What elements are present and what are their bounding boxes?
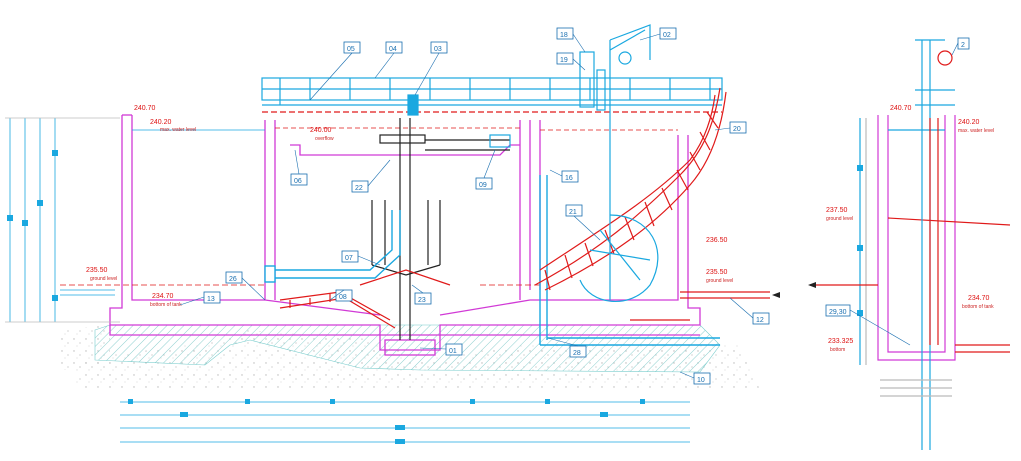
tag-2: 2: [961, 42, 965, 49]
label-overflow: overflow: [315, 136, 334, 142]
tag-06: 06: [294, 178, 302, 185]
water-lines: [60, 127, 678, 286]
tag-boxes: [203, 27, 970, 385]
sec-elev-water: 240.20: [958, 119, 980, 126]
tag-12: 12: [756, 317, 764, 324]
elev-right-ground-high: 236.50: [706, 237, 728, 244]
label-bottom-left: bottom of tank: [150, 302, 182, 308]
sec-label-water: max. water level: [958, 128, 994, 134]
tag-20: 20: [733, 126, 741, 133]
crane: [579, 24, 659, 302]
central-drive: [359, 94, 511, 340]
tag-01: 01: [449, 348, 457, 355]
tag-22: 22: [355, 185, 363, 192]
label-max-water: max. water level: [160, 127, 196, 133]
sec-label-bottom-right: bottom of tank: [962, 304, 994, 310]
label-ground-left: ground level: [90, 276, 117, 282]
inlet-pipe: [264, 175, 720, 346]
sec-label-ground: ground level: [826, 216, 853, 222]
elev-right-ground-low: 235.50: [706, 269, 728, 276]
tag-02: 02: [663, 32, 671, 39]
tag-07: 07: [345, 255, 353, 262]
bottom-dimensions: [120, 399, 690, 444]
tag-16: 16: [565, 175, 573, 182]
tag-05: 05: [347, 46, 355, 53]
label-right-ground: ground level: [706, 278, 733, 284]
tag-23: 23: [418, 297, 426, 304]
sec-elev-top: 240.70: [890, 105, 912, 112]
tag-29-30: 29,30: [829, 309, 847, 316]
tag-lines: [179, 33, 959, 379]
tag-28: 28: [573, 350, 581, 357]
tag-18: 18: [560, 32, 568, 39]
tag-13: 13: [207, 296, 215, 303]
elev-left-top: 240.70: [134, 105, 156, 112]
bridge: [261, 77, 723, 113]
tag-26: 26: [229, 276, 237, 283]
tag-09: 09: [479, 182, 487, 189]
elev-ground-left: 235.50: [86, 267, 108, 274]
section-view: [808, 39, 1011, 450]
spiral-stair: [534, 87, 727, 291]
tag-19: 19: [560, 57, 568, 64]
tag-21: 21: [569, 209, 577, 216]
sec-elev-ground: 237.50: [826, 207, 848, 214]
sec-elev-bottom-right: 234.70: [968, 295, 990, 302]
sec-elev-bottom: 233.325: [828, 338, 853, 345]
tag-08: 08: [339, 294, 347, 301]
elev-bottom-left: 234.70: [152, 293, 174, 300]
sec-label-bottom: bottom: [830, 347, 845, 353]
tag-03: 03: [434, 46, 442, 53]
elev-left-water: 240.20: [150, 119, 172, 126]
elev-overflow: 240.00: [310, 127, 332, 134]
tag-04: 04: [389, 46, 397, 53]
tank-walls: [109, 114, 701, 356]
left-dimensions: [5, 117, 120, 323]
right-pipes: [630, 291, 780, 321]
tag-10: 10: [697, 377, 705, 384]
